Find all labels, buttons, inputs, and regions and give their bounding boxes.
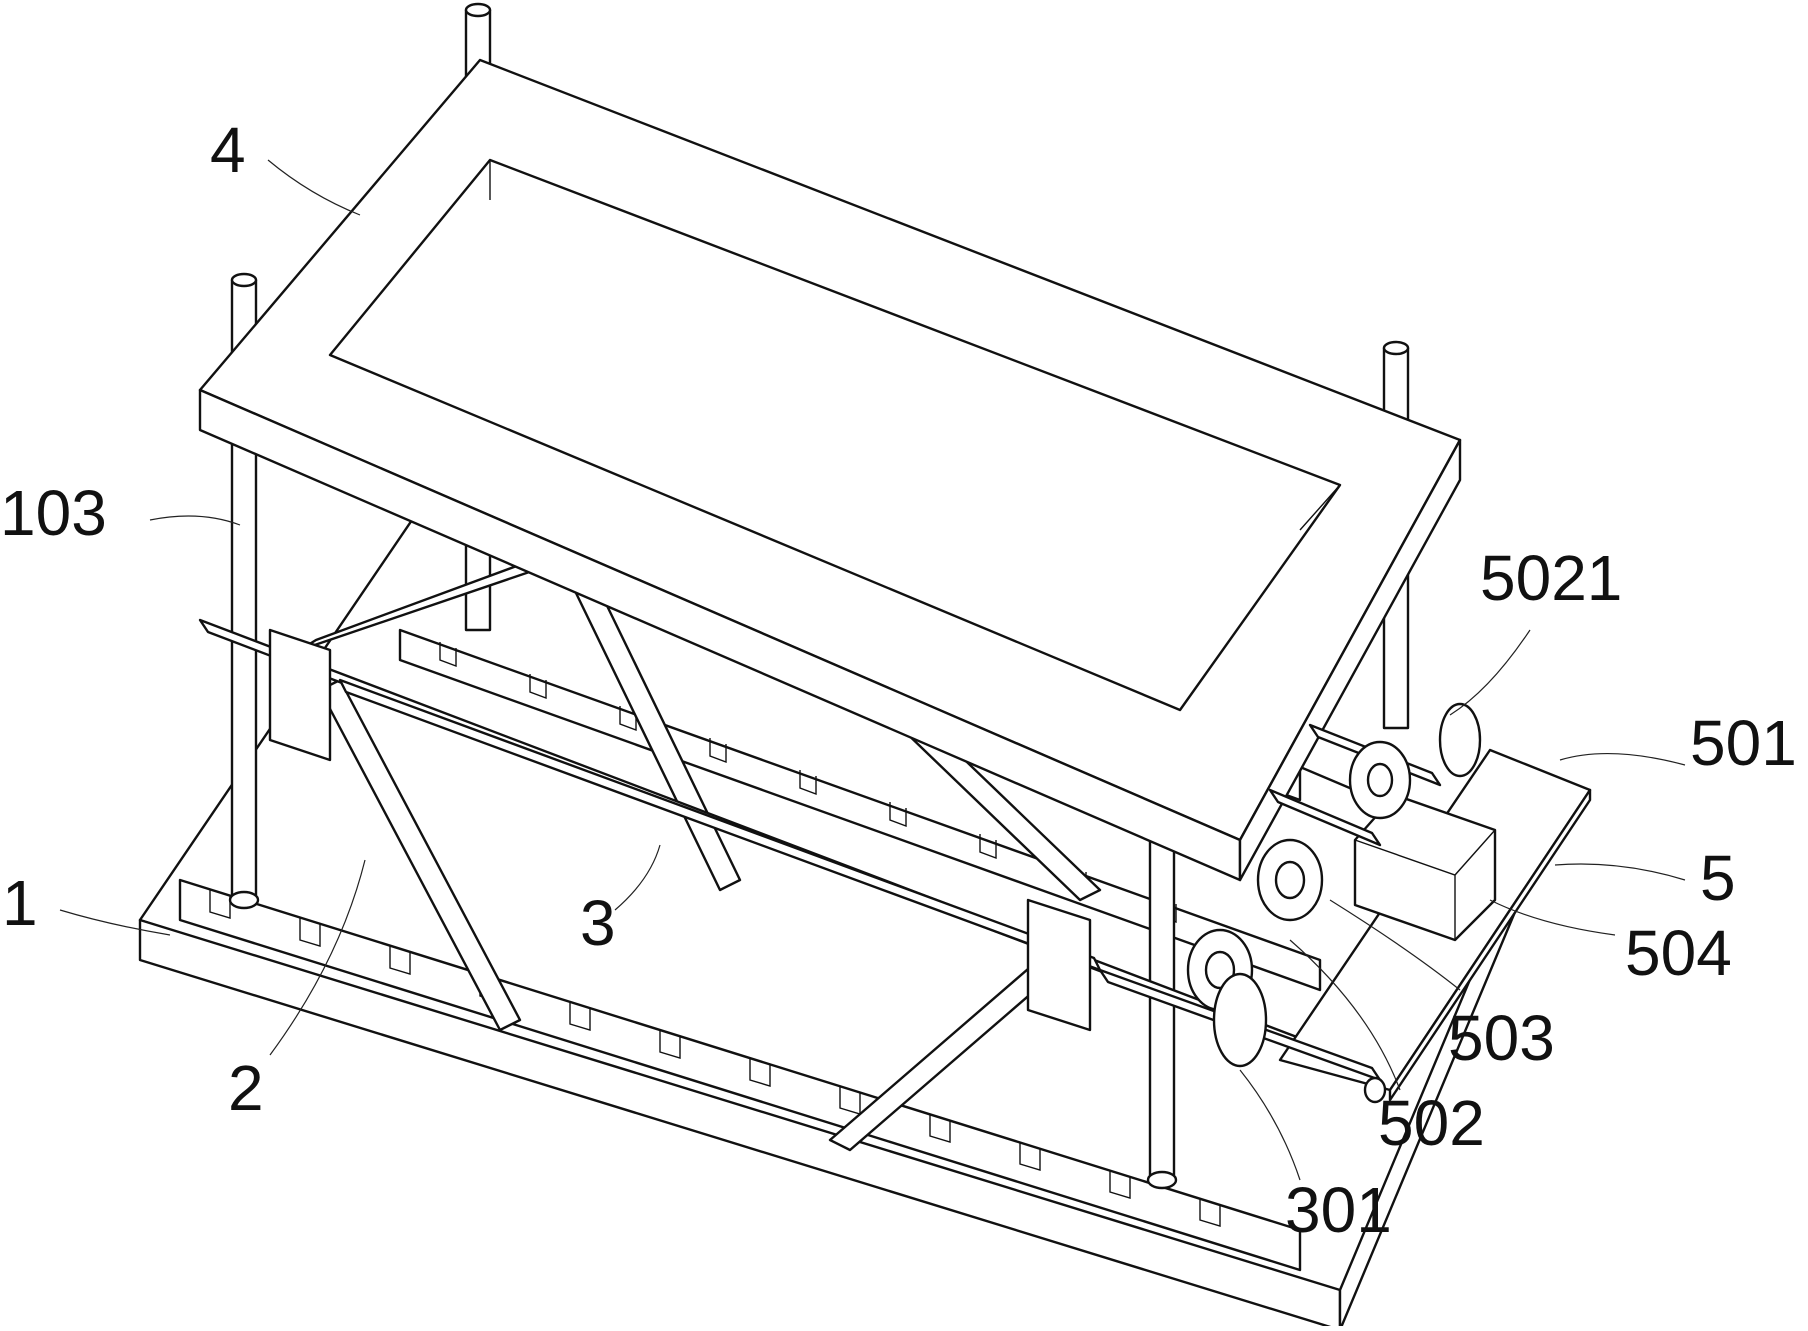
- leader-4: [268, 160, 360, 215]
- label-scissor-arm: 2: [228, 1052, 264, 1124]
- label-frame-top: 4: [210, 114, 246, 186]
- label-gear-503: 503: [1448, 1002, 1555, 1074]
- label-drive-plate: 501: [1690, 707, 1797, 779]
- column-top-cap: [1384, 342, 1408, 354]
- slider-block-right: [1028, 900, 1090, 1030]
- label-gear-502: 502: [1378, 1087, 1485, 1159]
- column-top-cap: [466, 4, 490, 16]
- label-drive-assembly: 5: [1700, 842, 1736, 914]
- leader-103: [150, 516, 240, 525]
- slider-block-left: [270, 630, 330, 760]
- gear-5021-wheel: [1350, 742, 1410, 818]
- leader-5021: [1450, 630, 1530, 715]
- label-shaft-end: 301: [1285, 1174, 1392, 1246]
- leader-501: [1560, 754, 1685, 765]
- shaft-end-301: [1214, 974, 1266, 1066]
- column-foot: [230, 892, 258, 908]
- column-foot: [1148, 1172, 1176, 1188]
- column-top-cap: [232, 274, 256, 286]
- label-hand-wheel: 5021: [1480, 542, 1622, 614]
- label-base: 1: [2, 867, 38, 939]
- hand-wheel: [1440, 704, 1480, 776]
- gear-503: [1258, 840, 1322, 920]
- label-guide-column: 103: [0, 477, 107, 549]
- label-motor-box: 504: [1625, 917, 1732, 989]
- leader-5: [1555, 864, 1685, 880]
- label-cross-shaft: 3: [580, 887, 616, 959]
